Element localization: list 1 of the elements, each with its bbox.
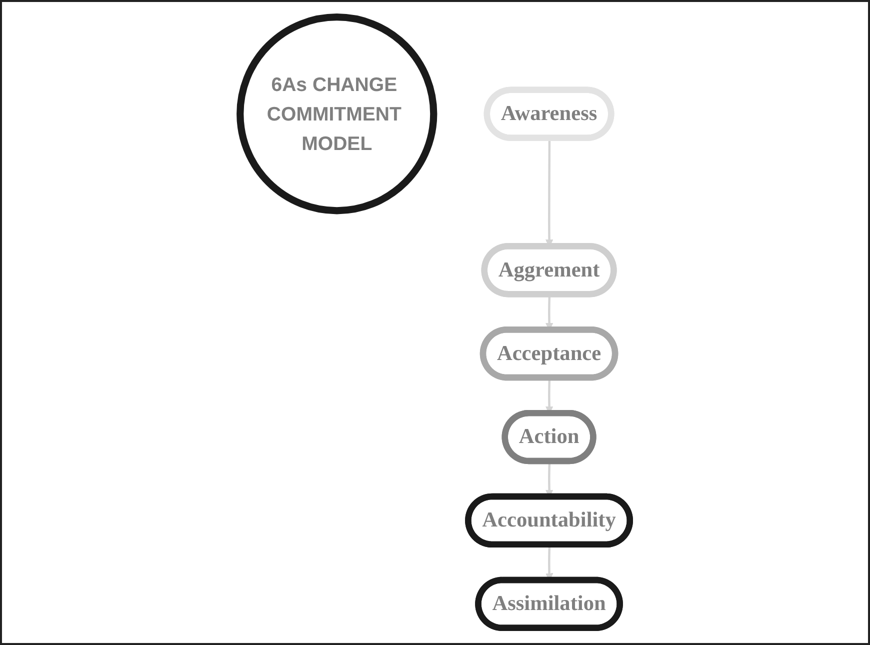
node-circle: 6As CHANGE COMMITMENT MODEL — [236, 14, 438, 214]
